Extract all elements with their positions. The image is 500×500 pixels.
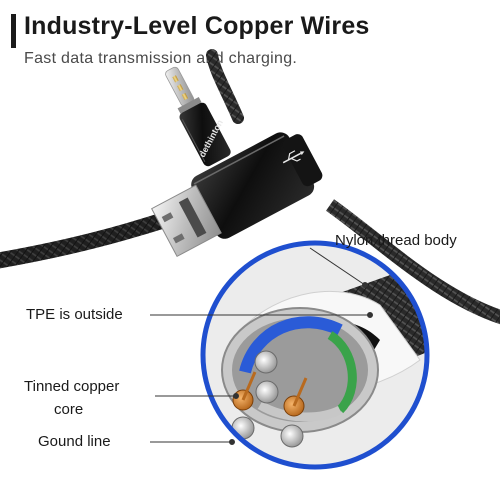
cross-section-detail <box>200 240 430 470</box>
callout-tpe-outside: TPE is outside <box>26 306 123 323</box>
lightning-connector <box>165 66 231 167</box>
callout-ground-line: Gound line <box>38 433 111 450</box>
usb-a-connector <box>151 132 323 258</box>
callout-tinned-copper-line2: core <box>54 401 84 418</box>
page-title: Industry-Level Copper Wires <box>24 12 370 40</box>
usb-trident-icon <box>282 150 305 164</box>
callout-lines <box>150 247 373 445</box>
callout-nylon-thread-body: Nylon thread body <box>335 232 457 249</box>
page-subtitle: Fast data transmission and charging. <box>24 50 298 67</box>
callout-tinned-copper-line1: Tinned copper <box>24 378 120 395</box>
title-accent-bar <box>11 14 16 48</box>
